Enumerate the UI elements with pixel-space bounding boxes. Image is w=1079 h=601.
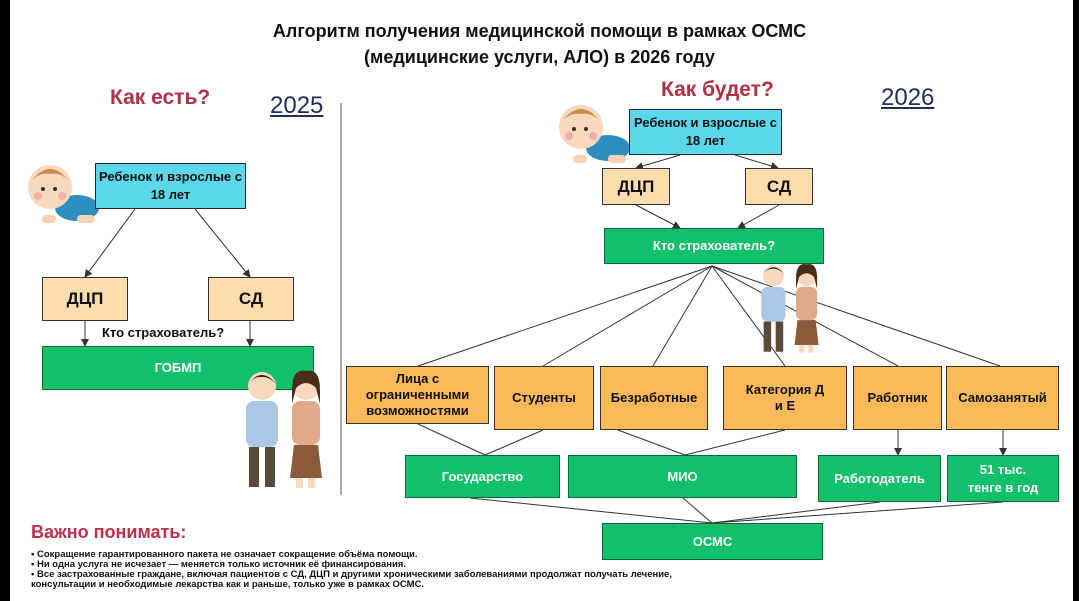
payer-employer: Работодатель bbox=[818, 455, 941, 502]
left-source-box: Ребенок и взрослые с 18 лет bbox=[95, 163, 246, 209]
right-insurer-box: Кто страхователь? bbox=[604, 228, 824, 264]
bullet-text: Сокращение гарантированного пакета не оз… bbox=[36, 549, 418, 560]
couple-icon bbox=[755, 262, 825, 354]
important-bullet: • Сокращение гарантированного пакета не … bbox=[31, 549, 418, 560]
left-heading: Как есть? bbox=[110, 86, 211, 109]
couple-icon bbox=[238, 368, 330, 490]
category-d-e: Категория Д и Е bbox=[723, 366, 847, 430]
final-osms-box: ОСМС bbox=[602, 523, 823, 560]
right-source-box: Ребенок и взрослые с 18 лет bbox=[629, 109, 782, 155]
important-bullet: • Все застрахованные граждане, включая п… bbox=[31, 569, 672, 590]
diagram-title: Алгоритм получения медицинской помощи в … bbox=[0, 18, 1079, 70]
right-sd-box: СД bbox=[745, 168, 813, 205]
left-gobmp-box: ГОБМП bbox=[42, 346, 314, 390]
bullet-text: Все застрахованные граждане, включая пац… bbox=[31, 569, 672, 590]
category-students: Студенты bbox=[494, 366, 594, 430]
bullet-text: Ни одна услуга не исчезает — меняется то… bbox=[36, 559, 406, 570]
right-dcp-box: ДЦП bbox=[602, 168, 670, 205]
payer-self: 51 тыс. тенге в год bbox=[947, 455, 1059, 502]
right-heading: Как будет? bbox=[661, 78, 774, 101]
important-heading: Важно понимать: bbox=[31, 522, 187, 542]
title-line-1: Алгоритм получения медицинской помощи в … bbox=[272, 21, 807, 41]
category-unemployed: Безработные bbox=[600, 366, 708, 430]
left-dcp-box: ДЦП bbox=[42, 277, 128, 321]
category-self-employed: Самозанятый bbox=[946, 366, 1059, 430]
title-line-2: (медицинские услуги, АЛО) в 2026 году bbox=[364, 47, 715, 67]
baby-icon bbox=[553, 100, 633, 170]
important-bullet: • Ни одна услуга не исчезает — меняется … bbox=[31, 559, 406, 570]
left-year: 2025 bbox=[270, 92, 324, 119]
payer-state: Государство bbox=[405, 455, 560, 498]
baby-icon bbox=[22, 160, 102, 230]
right-year: 2026 bbox=[881, 84, 935, 111]
left-insurer-label: Кто страхователь? bbox=[102, 325, 225, 340]
payer-mio: МИО bbox=[568, 455, 797, 498]
category-employee: Работник bbox=[853, 366, 942, 430]
left-sd-box: СД bbox=[208, 277, 294, 321]
category-disabled: Лица с ограниченными возможностями bbox=[346, 366, 489, 424]
